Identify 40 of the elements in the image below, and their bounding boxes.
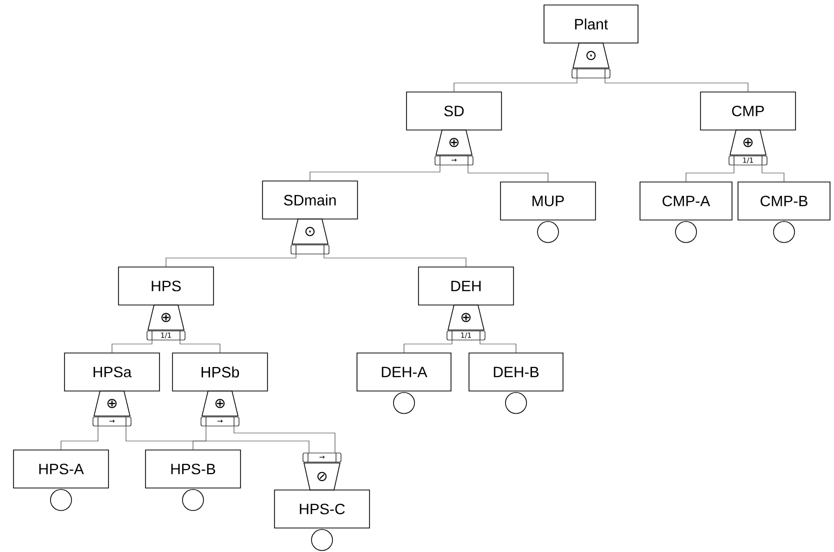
connector-line bbox=[310, 165, 440, 181]
connector-line bbox=[324, 254, 466, 267]
connector-line bbox=[112, 340, 152, 353]
basic-event-circle bbox=[505, 392, 527, 414]
basic-event-circle bbox=[393, 392, 415, 414]
connector-line bbox=[180, 340, 220, 353]
connector-line bbox=[404, 340, 452, 353]
event-box: DEH bbox=[418, 266, 514, 306]
event-box: Plant bbox=[544, 4, 638, 44]
connector-line bbox=[480, 340, 516, 353]
connector-line bbox=[234, 426, 336, 453]
connector-line bbox=[604, 78, 748, 92]
connector-line bbox=[126, 426, 310, 453]
event-box: HPSb bbox=[172, 352, 268, 392]
basic-event-circle bbox=[311, 529, 333, 551]
basic-event-circle bbox=[50, 489, 72, 511]
connector-line bbox=[166, 254, 296, 267]
event-box: MUP bbox=[500, 182, 596, 220]
event-box: SDmain bbox=[262, 180, 358, 220]
event-box: HPS-C bbox=[274, 490, 370, 528]
event-box: CMP-A bbox=[640, 182, 732, 220]
event-box: DEH-A bbox=[356, 352, 452, 392]
connector-line bbox=[762, 165, 784, 182]
connector-line bbox=[468, 165, 548, 182]
connector-line bbox=[454, 78, 578, 92]
basic-event-circle bbox=[182, 489, 204, 511]
basic-event-circle bbox=[675, 221, 697, 243]
event-box: SD bbox=[406, 92, 502, 130]
basic-event-circle bbox=[773, 221, 795, 243]
event-box: DEH-B bbox=[468, 352, 564, 392]
event-box: HPSa bbox=[64, 352, 160, 392]
event-box: CMP-B bbox=[738, 182, 830, 220]
connector-line bbox=[192, 426, 206, 450]
connector-line bbox=[686, 165, 734, 182]
event-box: HPS-A bbox=[13, 450, 109, 488]
event-box: HPS bbox=[118, 266, 214, 306]
connector-line bbox=[60, 426, 98, 450]
event-box: CMP bbox=[700, 92, 796, 130]
event-box: HPS-B bbox=[145, 450, 241, 488]
basic-event-circle bbox=[537, 221, 559, 243]
